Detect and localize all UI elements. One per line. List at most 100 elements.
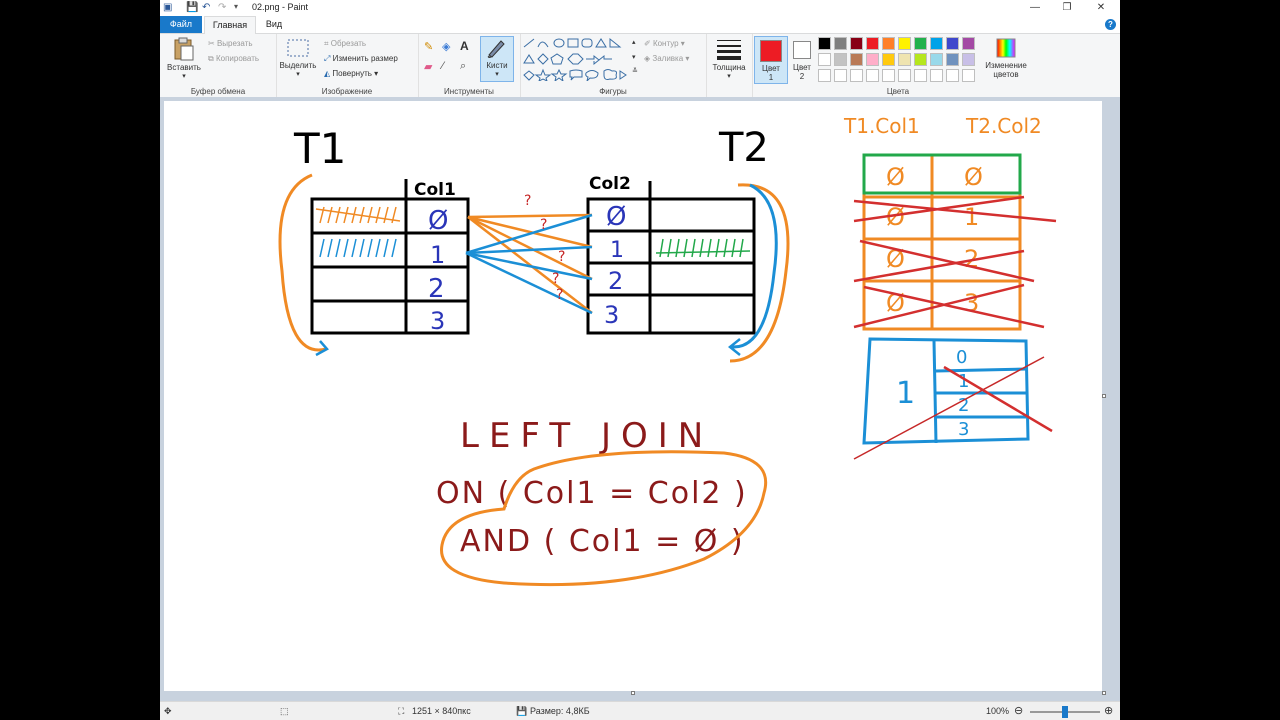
cut-button[interactable]: ✂ Вырезать (208, 39, 253, 48)
palette-color-swatch[interactable] (834, 53, 847, 66)
eraser-icon[interactable]: ▰ (424, 61, 433, 73)
drawing-canvas[interactable]: T1 T2 Col1 Col2 (164, 101, 1102, 691)
t1-arc-arrowhead (315, 340, 329, 357)
paste-label: Вставить (167, 63, 201, 72)
palette-color-swatch[interactable] (914, 69, 927, 82)
palette-color-swatch[interactable] (898, 69, 911, 82)
tab-view[interactable]: Вид (265, 19, 283, 29)
zoom-slider[interactable] (1030, 706, 1100, 718)
magnifier-icon[interactable]: ⌕ (460, 60, 467, 72)
palette-color-swatch[interactable] (930, 37, 943, 50)
undo-icon[interactable]: ↶ (202, 2, 211, 13)
palette-color-swatch[interactable] (962, 37, 975, 50)
palette-color-swatch[interactable] (914, 37, 927, 50)
image-size-icon: ⛶ (398, 706, 405, 716)
image-group: Выделить ▾ ⌗ Обрезать ⤢ Изменить размер … (276, 34, 419, 97)
shapes-scroll-down-icon[interactable]: ▾ (632, 54, 636, 61)
color-picker-icon[interactable]: ⁄ (442, 60, 444, 72)
shapes-expand-icon[interactable]: ≚ (632, 68, 638, 75)
shapes-gallery[interactable] (522, 37, 638, 81)
minimize-button[interactable]: — (1030, 2, 1040, 13)
t2-orange-arc (729, 183, 790, 363)
size-button[interactable]: Толщина ▾ (708, 37, 750, 80)
result-row0-highlight (862, 153, 1022, 195)
palette-color-swatch[interactable] (946, 37, 959, 50)
bottom-strike-thin (853, 356, 1045, 460)
fill-button[interactable]: ◈ Заливка ▾ (644, 54, 690, 63)
palette-color-swatch[interactable] (898, 53, 911, 66)
palette-color-swatch[interactable] (946, 53, 959, 66)
help-icon[interactable]: ? (1105, 19, 1116, 30)
canvas-work-area[interactable]: T1 T2 Col1 Col2 (160, 97, 1120, 701)
fill-label: Заливка (652, 54, 684, 63)
shapes-scroll-up-icon[interactable]: ▴ (632, 39, 636, 46)
t2-blue-arc (731, 183, 778, 349)
maximize-button[interactable]: ❐ (1062, 2, 1072, 13)
color1-button[interactable]: Цвет 1 (754, 36, 788, 84)
bottom-strike-thick (943, 365, 1053, 433)
quick-access-dropdown-icon[interactable]: ▾ (234, 2, 239, 11)
t2-value-0: Ø (606, 202, 626, 232)
copy-button[interactable]: ⧉ Копировать (208, 54, 259, 64)
question-mark-4: ? (552, 271, 559, 287)
crop-label: Обрезать (330, 39, 367, 48)
pencil-icon[interactable]: ✎ (424, 41, 434, 53)
paste-button[interactable]: Вставить ▾ (164, 37, 204, 80)
palette-color-swatch[interactable] (930, 69, 943, 82)
palette-color-swatch[interactable] (866, 37, 879, 50)
canvas-resize-handle-corner[interactable] (1102, 691, 1106, 695)
save-icon[interactable]: 💾 (186, 2, 199, 13)
palette-color-swatch[interactable] (962, 69, 975, 82)
crop-button[interactable]: ⌗ Обрезать (324, 39, 366, 49)
tools-group-label: Инструменты (444, 87, 494, 96)
palette-color-swatch[interactable] (930, 53, 943, 66)
palette-color-swatch[interactable] (882, 53, 895, 66)
colors-group-label: Цвета (886, 87, 910, 96)
palette-color-swatch[interactable] (866, 53, 879, 66)
palette-color-swatch[interactable] (962, 53, 975, 66)
palette-color-swatch[interactable] (850, 53, 863, 66)
result-r0-c1: Ø (964, 163, 983, 191)
blue-join-lines (465, 213, 593, 315)
text-tool-icon[interactable]: A (460, 39, 469, 53)
tab-file[interactable]: Файл (160, 16, 202, 33)
palette-color-swatch[interactable] (850, 37, 863, 50)
palette-color-swatch[interactable] (834, 69, 847, 82)
cursor-position-icon: ✥ (164, 706, 172, 716)
zoom-in-button[interactable]: ⊕ (1104, 705, 1114, 717)
palette-color-swatch[interactable] (882, 37, 895, 50)
canvas-resize-handle-right[interactable] (1102, 394, 1106, 398)
file-size: Размер: 4,8КБ (530, 706, 590, 716)
palette-color-swatch[interactable] (898, 37, 911, 50)
redo-icon[interactable]: ↷ (218, 2, 227, 13)
tab-home[interactable]: Главная (204, 16, 256, 34)
canvas-resize-handle-bottom[interactable] (631, 691, 635, 695)
palette-color-swatch[interactable] (818, 69, 831, 82)
t1-title: T1 (293, 124, 346, 173)
palette-color-swatch[interactable] (850, 69, 863, 82)
palette-color-swatch[interactable] (914, 53, 927, 66)
t2-col-header: Col2 (589, 174, 631, 194)
close-button[interactable]: ✕ (1096, 2, 1106, 13)
palette-color-swatch[interactable] (882, 69, 895, 82)
palette-color-swatch[interactable] (818, 53, 831, 66)
edit-colors-button[interactable]: Изменение цветов (980, 37, 1032, 79)
tools-group: ✎ ◈ A ▰ ⁄ ⌕ Кисти ▾ Инструменты (418, 34, 521, 97)
t1-value-0: Ø (428, 206, 448, 236)
file-size-icon: 💾 (516, 706, 528, 716)
outline-button[interactable]: ✐ Контур ▾ (644, 39, 685, 48)
color1-swatch (760, 40, 782, 62)
color2-button[interactable]: Цвет 2 (788, 36, 816, 82)
palette-color-swatch[interactable] (866, 69, 879, 82)
rotate-button[interactable]: ◭ Повернуть ▾ (324, 69, 379, 78)
palette-color-swatch[interactable] (818, 37, 831, 50)
zoom-slider-thumb[interactable] (1062, 706, 1068, 718)
palette-color-swatch[interactable] (946, 69, 959, 82)
t1-col-header: Col1 (414, 180, 456, 200)
zoom-out-button[interactable]: ⊖ (1014, 705, 1024, 717)
brushes-button[interactable]: Кисти ▾ (480, 36, 514, 82)
resize-button[interactable]: ⤢ Изменить размер (324, 54, 398, 64)
select-button[interactable]: Выделить ▾ (278, 37, 318, 78)
fill-bucket-icon[interactable]: ◈ (442, 41, 451, 53)
palette-color-swatch[interactable] (834, 37, 847, 50)
